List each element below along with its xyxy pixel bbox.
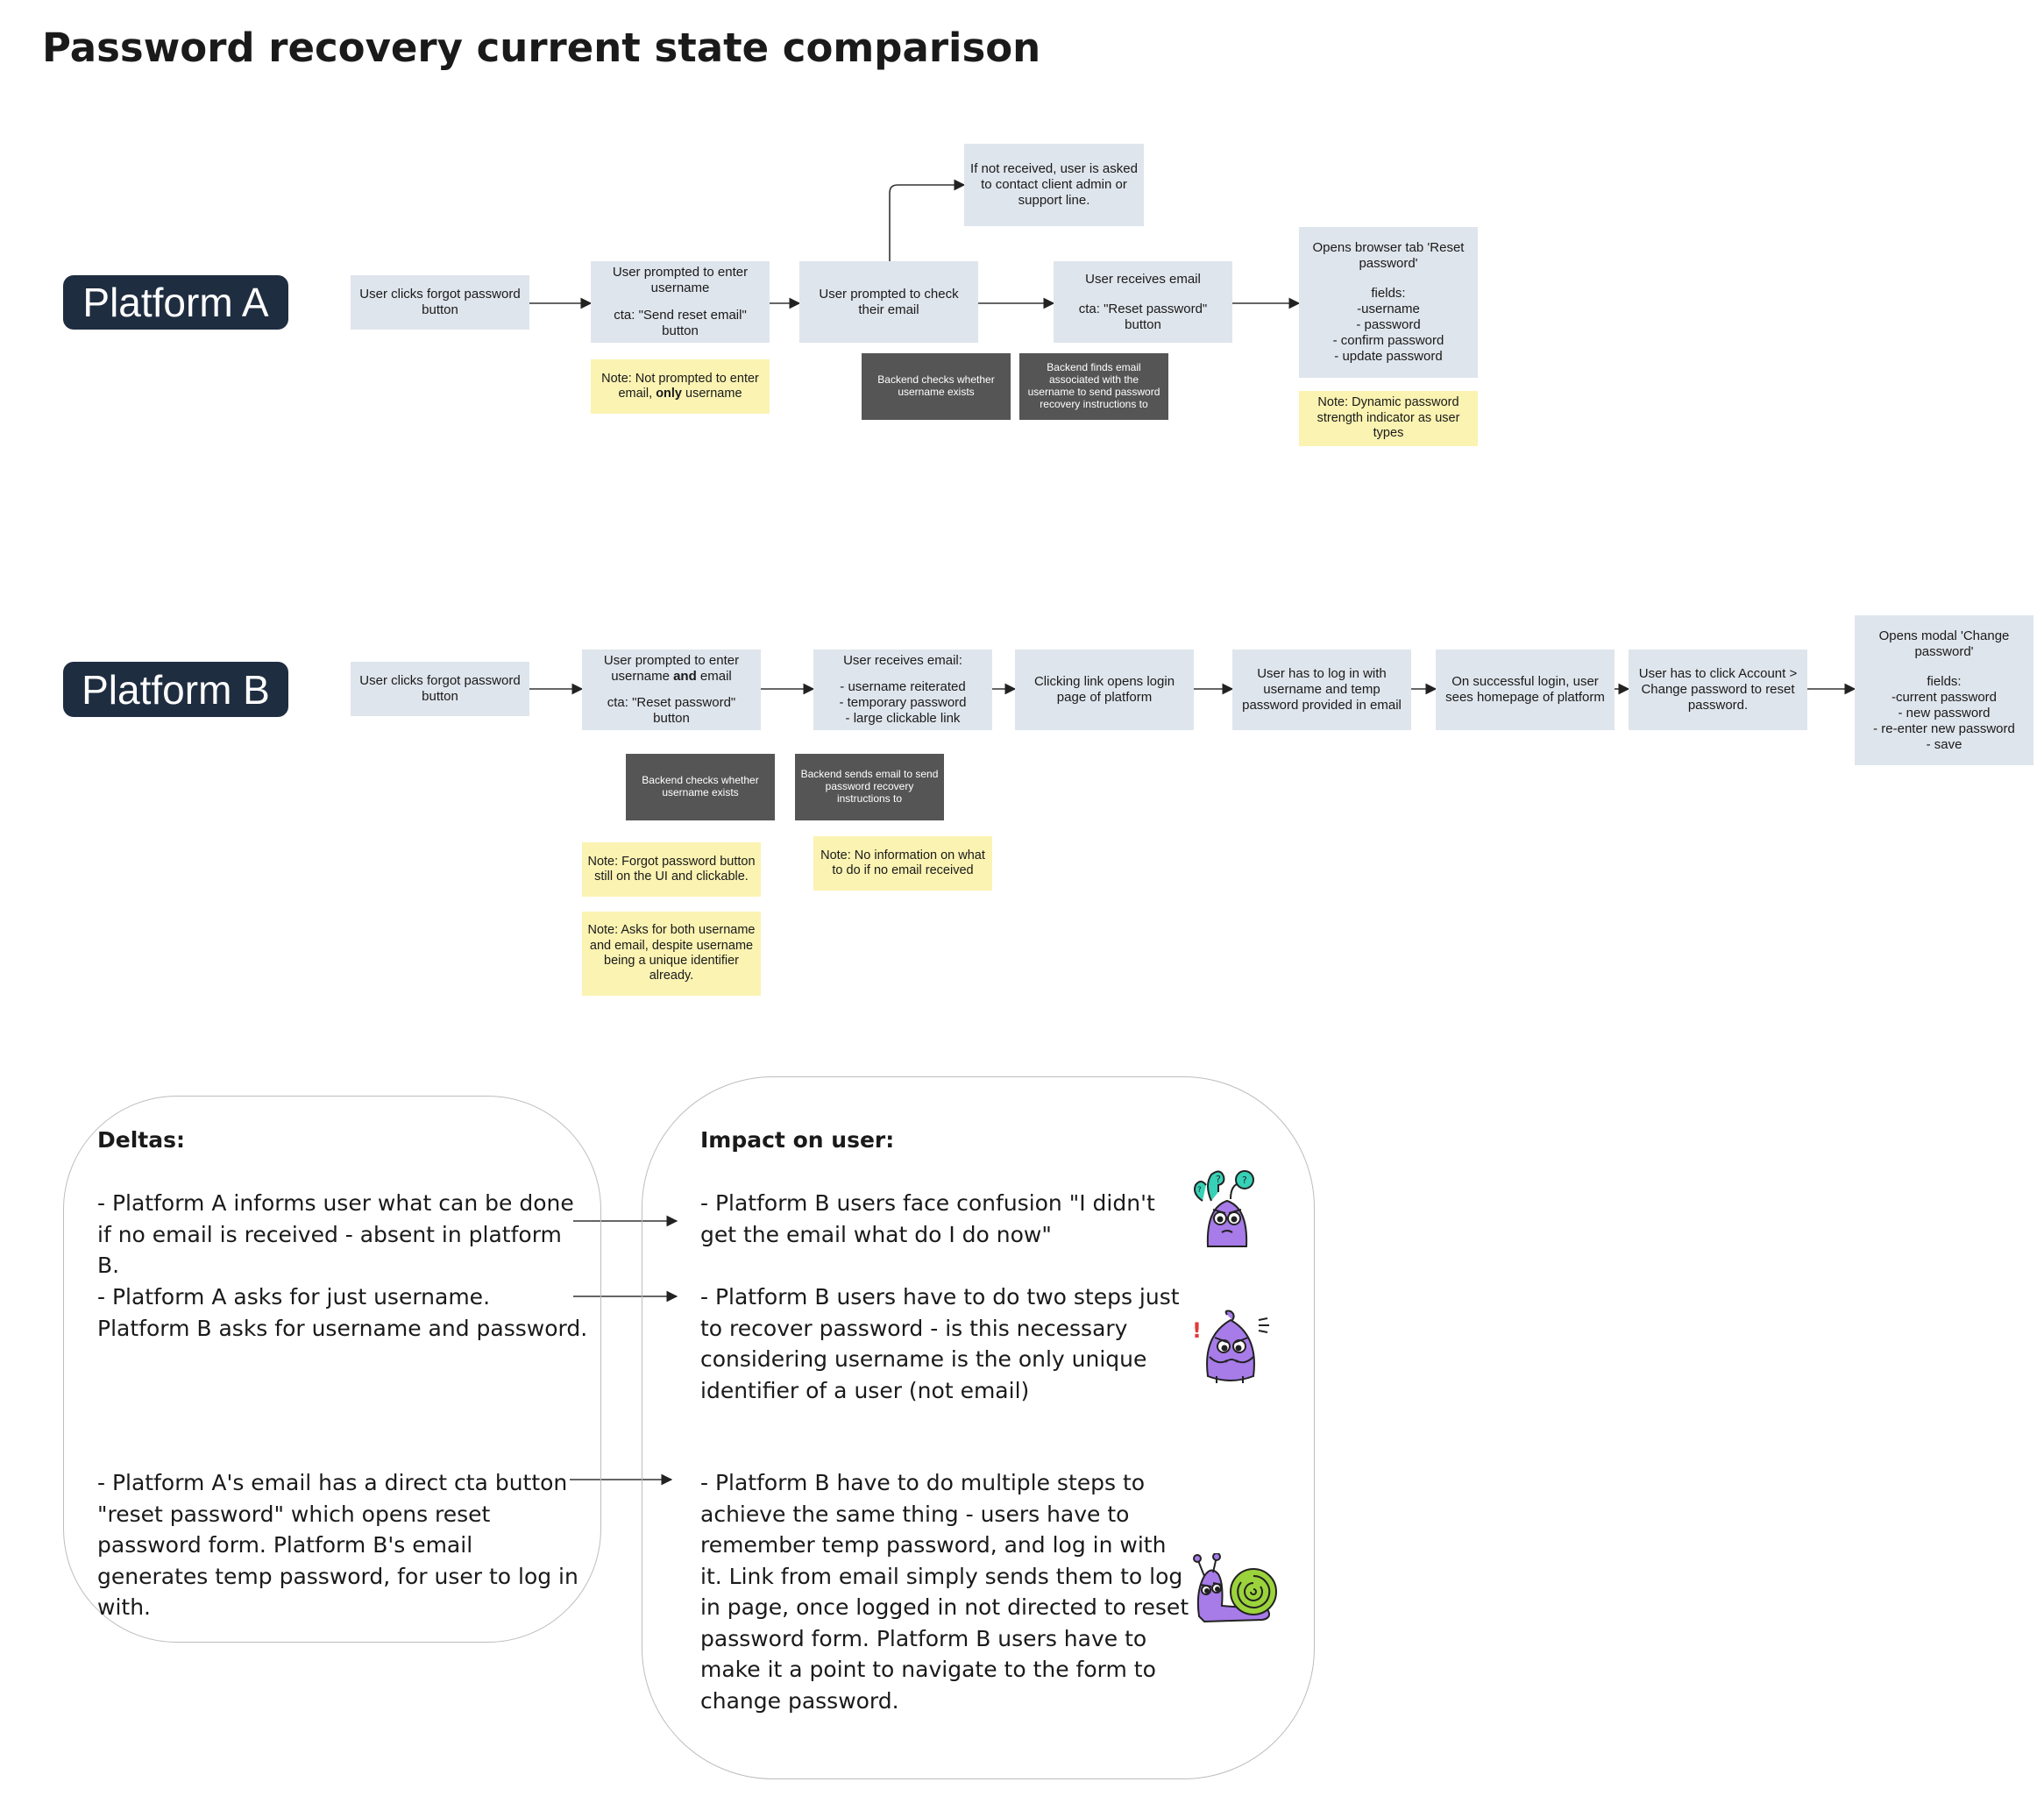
platform-a-step-reset-tab: Opens browser tab 'Reset password' field…	[1299, 227, 1478, 378]
step-title: Opens modal 'Change password'	[1878, 628, 2010, 659]
confused-monster-icon: ? ? ?	[1194, 1170, 1254, 1247]
step-list: - username reiterated - temporary passwo…	[839, 679, 967, 726]
platform-b-note-no-info: Note: No information on what to do if no…	[813, 836, 992, 891]
deltas-heading: Deltas:	[97, 1127, 185, 1153]
delta-item-3: - Platform A's email has a direct cta bu…	[97, 1470, 578, 1620]
platform-a-backend-check: Backend checks whether username exists	[862, 353, 1011, 420]
platform-b-badge: Platform B	[63, 662, 288, 717]
svg-text:?: ?	[1216, 1174, 1221, 1185]
step-title: Opens browser tab 'Reset password'	[1312, 240, 1465, 271]
platform-b-step-change-modal: Opens modal 'Change password' fields: -c…	[1855, 615, 2033, 765]
snail-icon	[1193, 1553, 1277, 1623]
delta-item-2: - Platform A asks for just username. Pla…	[97, 1284, 588, 1341]
impact-heading: Impact on user:	[700, 1127, 895, 1153]
platform-b-note-forgot-button: Note: Forgot password button still on th…	[582, 842, 761, 897]
step-text-end: email	[699, 669, 732, 684]
platform-a-branch-not-received: If not received, user is asked to contac…	[964, 144, 1144, 226]
platform-a-backend-find-email: Backend finds email associated with the …	[1019, 353, 1168, 420]
svg-text:!: !	[1192, 1318, 1202, 1343]
svg-text:?: ?	[1242, 1175, 1247, 1186]
impact-item-3: - Platform B have to do multiple steps t…	[700, 1470, 1189, 1714]
step-emphasis: and	[673, 669, 697, 684]
step-title: User receives email:	[843, 653, 962, 668]
platform-a-note-username-only: Note: Not prompted to enter email, only …	[591, 359, 770, 414]
step-cta: cta: "Reset password" button	[607, 695, 736, 726]
platform-b-backend-check: Backend checks whether username exists	[626, 754, 775, 820]
step-fields: fields: -current password - new password…	[1873, 673, 2015, 752]
platform-a-step-enter-username: User prompted to enter username cta: "Se…	[591, 261, 770, 343]
impact-item-2: - Platform B users have to do two steps …	[700, 1284, 1180, 1403]
step-cta: cta: "Reset password" button	[1078, 301, 1208, 332]
step-text: User prompted to enter username	[612, 265, 749, 295]
platform-b-note-both-fields: Note: Asks for both username and email, …	[582, 912, 761, 996]
platform-a-step-check-email: User prompted to check their email	[799, 261, 978, 343]
note-text: Note: Not prompted to enter email,	[601, 371, 759, 401]
platform-b-step-temp-login: User has to log in with username and tem…	[1232, 650, 1411, 730]
page-title: Password recovery current state comparis…	[42, 25, 1041, 71]
platform-b-step-receive-email: User receives email: - username reiterat…	[813, 650, 992, 730]
platform-b-step-forgot-click: User clicks forgot password button	[351, 662, 529, 716]
step-cta: cta: "Send reset email" button	[614, 308, 747, 338]
arrow-a-branch	[889, 179, 966, 261]
impact-panel	[642, 1076, 1315, 1779]
platform-b-step-account-change: User has to click Account > Change passw…	[1629, 650, 1807, 730]
deltas-panel	[63, 1096, 601, 1643]
note-text-end: username	[685, 387, 742, 401]
step-text: User receives email	[1085, 271, 1201, 287]
angry-monster-icon: !	[1192, 1310, 1269, 1383]
note-emphasis: only	[656, 387, 682, 401]
platform-a-badge: Platform A	[63, 275, 288, 330]
step-text: User prompted to enter username	[603, 653, 740, 684]
platform-b-step-login-page: Clicking link opens login page of platfo…	[1015, 650, 1194, 730]
platform-a-note-strength: Note: Dynamic password strength indicato…	[1299, 391, 1478, 446]
svg-text:?: ?	[1197, 1186, 1202, 1195]
platform-b-step-homepage: On successful login, user sees homepage …	[1436, 650, 1615, 730]
delta-item-1: - Platform A informs user what can be do…	[97, 1190, 574, 1278]
step-fields: fields: -username - password - confirm p…	[1332, 286, 1444, 364]
platform-a-step-forgot-click: User clicks forgot password button	[351, 275, 529, 330]
platform-b-backend-send-email: Backend sends email to send password rec…	[795, 754, 944, 820]
platform-a-step-receive-email: User receives email cta: "Reset password…	[1054, 261, 1232, 343]
platform-b-step-enter-username-email: User prompted to enter username and emai…	[582, 650, 761, 730]
impact-item-1: - Platform B users face confusion "I did…	[700, 1190, 1155, 1247]
